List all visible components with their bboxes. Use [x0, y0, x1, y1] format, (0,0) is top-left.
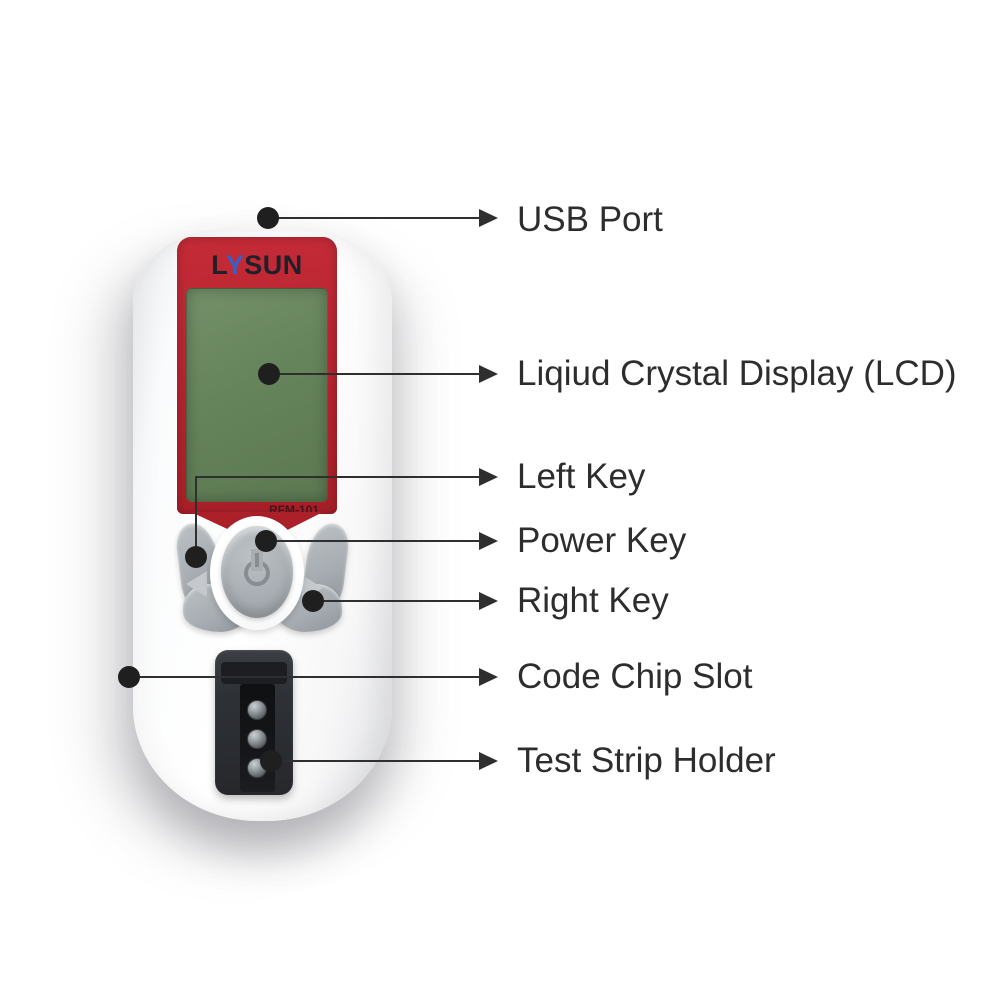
arrowhead-icon	[479, 668, 498, 686]
callout-dot	[185, 546, 207, 568]
callout-dot	[118, 666, 140, 688]
arrowhead-icon	[479, 592, 498, 610]
power-icon	[244, 560, 270, 587]
callout-line	[271, 760, 479, 762]
brand-letter-l: L	[211, 250, 226, 280]
callout-line	[195, 477, 197, 557]
callout-dot	[260, 750, 282, 772]
contact-pin	[247, 700, 267, 720]
callout-line	[266, 540, 479, 542]
callout-line	[129, 676, 479, 678]
callout-line	[269, 373, 479, 375]
callout-label: Liqiud Crystal Display (LCD)	[517, 354, 957, 393]
callout-label: Test Strip Holder	[517, 741, 776, 780]
callout-line	[313, 600, 479, 602]
callout-line	[195, 476, 479, 478]
callout-label: Code Chip Slot	[517, 657, 753, 696]
callout-line	[268, 217, 479, 219]
callout-label: USB Port	[517, 200, 663, 239]
code-chip-slot-opening	[221, 662, 287, 684]
test-strip-channel	[240, 684, 275, 792]
arrowhead-icon	[479, 532, 498, 550]
arrowhead-icon	[479, 468, 498, 486]
screen-bezel: LYSUN RFM-101	[177, 237, 337, 517]
code-chip-slot-housing	[215, 650, 293, 795]
callout-dot	[255, 530, 277, 552]
brand-logo: LYSUN	[177, 250, 337, 280]
brand-letter-y: Y	[225, 250, 245, 280]
left-arrow-icon	[186, 571, 207, 597]
callout-label: Right Key	[517, 581, 669, 620]
contact-pin	[247, 729, 267, 749]
meter-device: LYSUN RFM-101	[133, 228, 392, 821]
brand-letters-sun: SUN	[244, 250, 303, 280]
callout-label: Power Key	[517, 521, 687, 560]
callout-dot	[258, 363, 280, 385]
callout-dot	[257, 207, 279, 229]
lcd-screen	[186, 288, 328, 502]
callout-dot	[302, 590, 324, 612]
callout-label: Left Key	[517, 457, 646, 496]
arrowhead-icon	[479, 365, 498, 383]
arrowhead-icon	[479, 209, 498, 227]
arrowhead-icon	[479, 752, 498, 770]
